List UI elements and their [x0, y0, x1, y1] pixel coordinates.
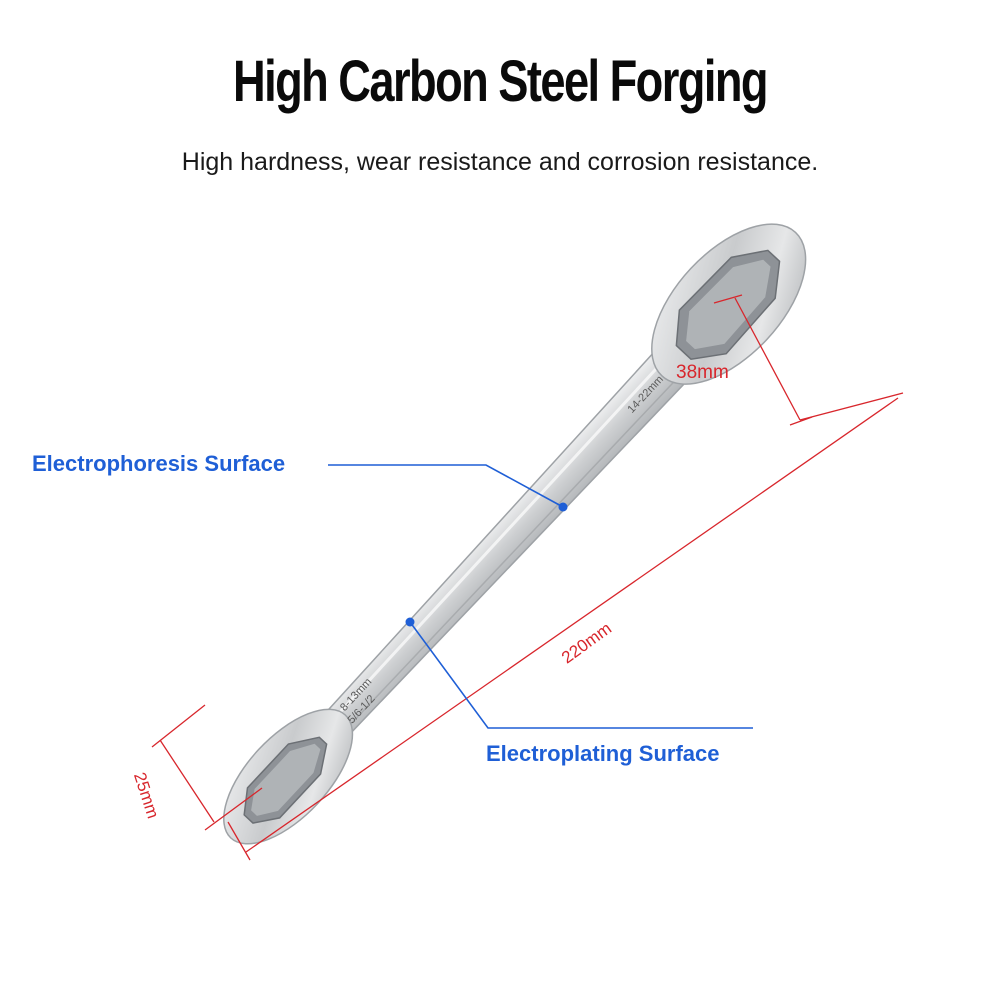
double-ended-wrench: 8-13mm 5/6-1/2 14-22mm [223, 223, 807, 845]
page-subtitle: High hardness, wear resistance and corro… [181, 148, 819, 176]
small-end-dimension-line [159, 739, 215, 823]
big-end-dimension-label: 38mm [676, 362, 729, 383]
page-title: High Carbon Steel Forging [232, 49, 769, 114]
small-wrench-head [223, 708, 354, 845]
callout-leaders [328, 464, 753, 729]
electrophoresis-surface-label: Electrophoresis Surface [32, 451, 286, 476]
electrophoresis-leader [328, 464, 564, 508]
electroplating-surface-label: Electroplating Surface [486, 741, 720, 766]
length-dimension-line [245, 397, 899, 853]
electroplating-leader [409, 621, 753, 729]
dimension-lines [151, 294, 904, 861]
big-end-dimension-line [734, 297, 801, 421]
big-wrench-head [651, 223, 807, 385]
